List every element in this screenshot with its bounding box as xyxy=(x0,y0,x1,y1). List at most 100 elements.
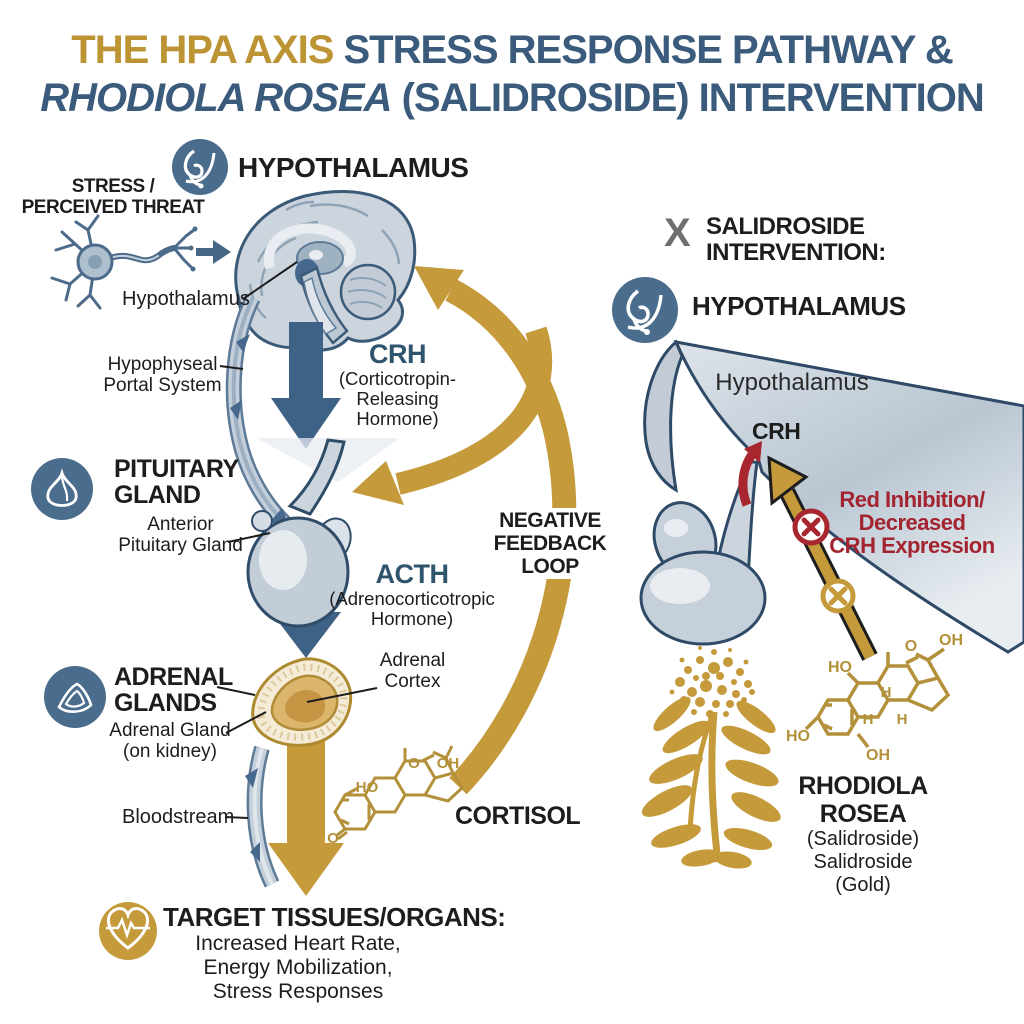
acth-line1: (Adrenocorticotropic xyxy=(329,588,495,610)
adrenal-gland-line2: (on kidney) xyxy=(123,741,217,763)
bloodstream-vessel xyxy=(245,745,280,888)
acth-line2: Hormone) xyxy=(370,608,454,630)
cortisol-structure: HO O O OH xyxy=(327,745,464,847)
crh-line1: (Corticotropin- xyxy=(338,368,457,390)
hypothalamus-icon xyxy=(612,277,678,343)
hypothalamus-label-right: Hypothalamus xyxy=(715,369,869,396)
inhibition-line1: Red Inhibition/ xyxy=(839,487,985,512)
chem-label: H xyxy=(863,711,874,728)
inhibition-red-arrow xyxy=(738,441,762,507)
chem-label: O xyxy=(408,755,420,772)
adrenal-cortex-label: Adrenal Cortex xyxy=(360,650,465,693)
stress-arrow xyxy=(196,240,231,264)
chem-label: OH xyxy=(437,755,460,772)
feedback-branch-arrow xyxy=(352,326,553,505)
adrenal-line2: GLANDS xyxy=(114,689,217,718)
rhodiola-plant-illustration xyxy=(641,646,781,869)
target-line2: Energy Mobilization, xyxy=(203,955,393,979)
title-line1: THE HPA AXIS STRESS RESPONSE PATHWAY & xyxy=(0,28,1024,73)
inhibition-line2: Decreased xyxy=(858,509,966,535)
chem-label: OH xyxy=(866,747,890,764)
rhodiola-line1: RHODIOLA ROSEA xyxy=(798,772,928,828)
chem-label: O xyxy=(905,638,917,655)
gold-cross-circle xyxy=(820,578,856,614)
chem-label: H xyxy=(881,684,892,701)
adrenal-heading: ADRENAL GLANDS xyxy=(114,664,233,717)
pituitary-illustration xyxy=(246,438,400,628)
heart-pulse-icon xyxy=(99,902,157,960)
feedback-line1: NEGATIVE xyxy=(499,509,601,532)
negative-feedback-label: NEGATIVE FEEDBACK LOOP xyxy=(487,508,613,580)
chem-label: HO xyxy=(786,728,810,745)
adrenal-gland-label: Adrenal Gland (on kidney) xyxy=(95,720,245,763)
stress-line1: STRESS / xyxy=(71,176,155,197)
title-rhodiola: RHODIOLA ROSEA xyxy=(40,76,392,120)
chem-label: O xyxy=(327,830,339,847)
brain-illustration xyxy=(234,189,417,352)
rhodiola-line3: Salidroside xyxy=(813,851,913,873)
feedback-line2: FEEDBACK xyxy=(493,532,607,556)
bloodstream-label: Bloodstream xyxy=(122,806,235,828)
neuron-illustration xyxy=(50,214,198,310)
crh-arrow xyxy=(271,322,341,449)
salidroside-structure: HO O OH H H H HO OH xyxy=(786,632,963,764)
adrenal-cortex-line2: Cortex xyxy=(384,671,441,693)
salidroside-intervention-heading: SALIDROSIDE INTERVENTION: xyxy=(706,213,886,267)
hypothalamus-pointer-label: Hypothalamus xyxy=(122,288,250,310)
portal-line1: Hypophyseal xyxy=(107,354,218,375)
hypothalamus-icon xyxy=(172,139,228,195)
stress-threat-label: STRESS / PERCEIVED THREAT xyxy=(13,176,213,219)
chem-label: HO xyxy=(356,779,379,796)
pointer-lines xyxy=(216,261,378,819)
anterior-pituitary-label: Anterior Pituitary Gland xyxy=(103,514,258,557)
inhibition-line3: CRH Expression xyxy=(829,532,995,558)
x-mark: X xyxy=(664,211,691,255)
red-cross-circle xyxy=(792,508,830,546)
anterior-line2: Pituitary Gland xyxy=(118,535,243,557)
chem-label: H xyxy=(897,711,908,728)
adrenal-icon xyxy=(44,666,106,728)
target-line1: Increased Heart Rate, xyxy=(195,932,401,955)
crh-line2: Releasing xyxy=(356,388,439,410)
title-stress-pathway: STRESS RESPONSE PATHWAY & xyxy=(333,28,953,72)
salidroside-heading-line2: INTERVENTION: xyxy=(706,239,886,267)
pituitary-line1: PITUITARY xyxy=(114,455,239,483)
adrenal-line1: ADRENAL xyxy=(114,663,233,691)
acth-abbr: ACTH xyxy=(375,559,450,589)
target-tissues-lines: Increased Heart Rate, Energy Mobilizatio… xyxy=(148,932,448,1004)
feedback-line3: LOOP xyxy=(521,555,579,579)
pituitary-line2: GLAND xyxy=(114,481,201,510)
chem-label: OH xyxy=(939,632,963,649)
pituitary-heading: PITUITARY GLAND xyxy=(114,456,239,509)
portal-line2: Portal System xyxy=(103,375,222,397)
crh-line3: Hormone) xyxy=(356,408,439,430)
hypothalamus-heading-right: HYPOTHALAMUS xyxy=(692,291,906,321)
stress-line2: PERCEIVED THREAT xyxy=(21,197,205,219)
title-line2: RHODIOLA ROSEA (SALIDROSIDE) INTERVENTIO… xyxy=(0,76,1024,121)
pituitary-icon xyxy=(31,458,93,520)
inhibition-label: Red Inhibition/ Decreased CRH Expression xyxy=(828,487,996,558)
title-hpa-axis: THE HPA AXIS xyxy=(71,28,334,72)
crh-label-block: CRH (Corticotropin- Releasing Hormone) xyxy=(320,339,475,429)
hypothalamus-heading-left: HYPOTHALAMUS xyxy=(238,152,469,183)
hypophyseal-portal-label: Hypophyseal Portal System xyxy=(100,354,225,397)
feedback-arrow xyxy=(414,266,577,795)
portal-vessel xyxy=(225,294,292,530)
salidroside-heading-line1: SALIDROSIDE xyxy=(706,213,865,240)
target-tissues-heading: TARGET TISSUES/ORGANS: xyxy=(163,902,506,932)
crh-abbr: CRH xyxy=(369,339,427,369)
anterior-line1: Anterior xyxy=(147,514,214,535)
crh-label-right: CRH xyxy=(752,418,801,444)
adrenal-cortex-line1: Adrenal xyxy=(379,650,446,671)
title-salidroside: (SALIDROSIDE) INTERVENTION xyxy=(391,76,985,120)
cortisol-arrow xyxy=(268,740,344,896)
adrenal-illustration xyxy=(251,657,353,747)
adrenal-gland-line1: Adrenal Gland xyxy=(109,720,231,741)
rhodiola-line2: (Salidroside) xyxy=(806,828,920,850)
rhodiola-line4: (Gold) xyxy=(835,874,891,896)
cortisol-label: CORTISOL xyxy=(455,802,581,830)
chem-label: HO xyxy=(828,659,852,676)
target-line3: Stress Responses xyxy=(212,979,384,1003)
